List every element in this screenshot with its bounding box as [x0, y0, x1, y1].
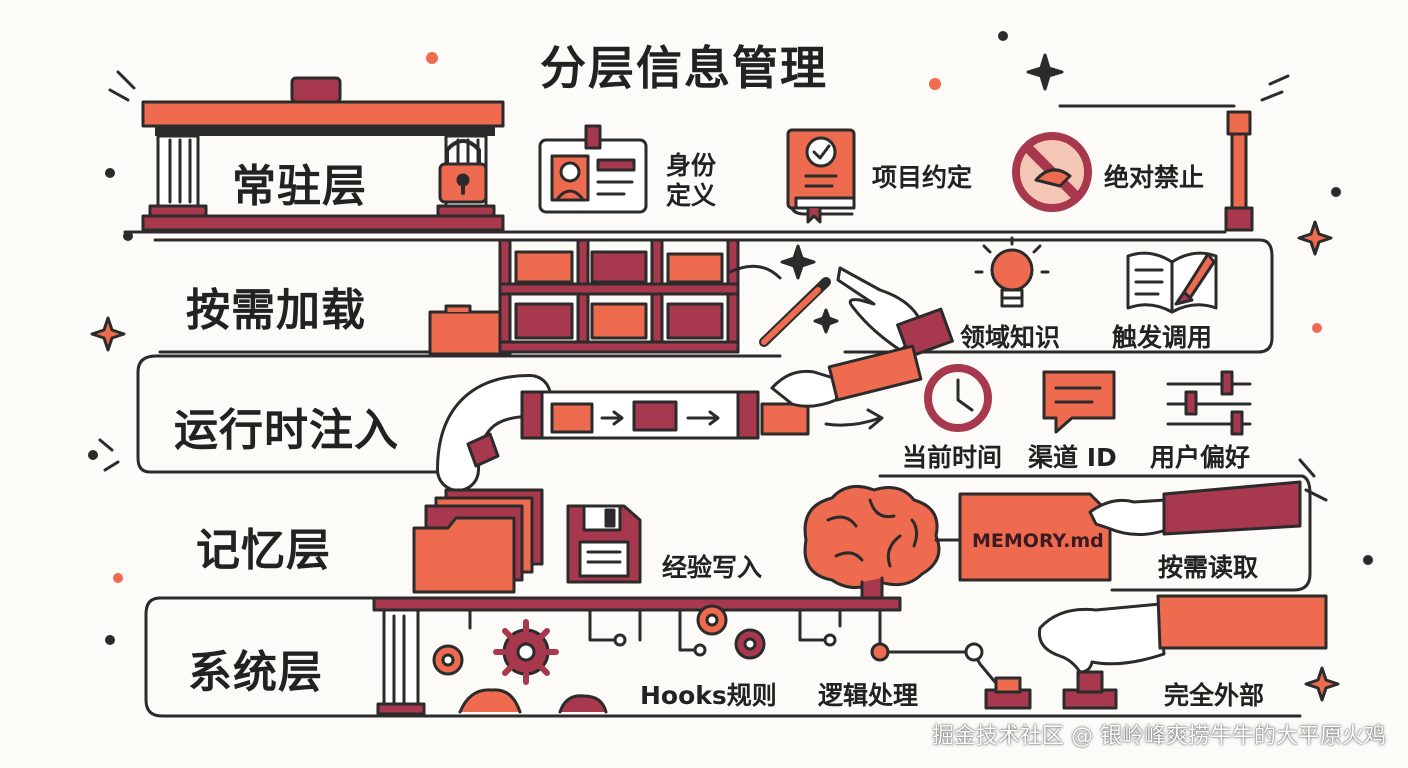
- page-title: 分层信息管理: [540, 41, 828, 95]
- clock-icon: [924, 364, 992, 432]
- folder-icon: [514, 250, 724, 340]
- hand-icon: [760, 344, 923, 436]
- label-user-preference: 用户偏好: [1150, 443, 1251, 472]
- layer-name-runtime: 运行时注入: [174, 405, 399, 456]
- circuit-icon: [468, 608, 1002, 690]
- dot-decoration: [105, 635, 115, 645]
- sparkle-icon: [1026, 53, 1064, 91]
- layer-system: [144, 594, 1328, 718]
- memory-file-icon: [958, 492, 1112, 582]
- label-identity-line1: 身份: [666, 151, 717, 180]
- hand-icon: [1088, 480, 1302, 536]
- dot-decoration: [1331, 187, 1341, 197]
- layer-name-on-demand: 按需加载: [186, 285, 366, 336]
- dot-decoration: [1312, 323, 1322, 333]
- motion-lines: [98, 70, 1328, 502]
- padlock-icon: [438, 139, 488, 204]
- layer-name-system: 系统层: [188, 647, 323, 698]
- label-channel-id: 渠道 ID: [1028, 443, 1117, 472]
- layer-runtime: [136, 344, 1304, 492]
- label-current-time: 当前时间: [902, 443, 1003, 472]
- pointing-hand-icon: [836, 266, 954, 359]
- label-hooks-rules: Hooks规则: [640, 681, 777, 710]
- layer-resident: [123, 76, 1254, 234]
- layer-memory: [412, 474, 1312, 602]
- label-fully-external: 完全外部: [1164, 681, 1265, 710]
- magic-wand-icon: [728, 244, 839, 347]
- dot-decoration: [105, 168, 115, 178]
- memory-file-name: MEMORY.md: [972, 530, 1104, 552]
- sparkle-icon: [90, 316, 126, 352]
- label-logic-processing: 逻辑处理: [818, 681, 919, 710]
- label-read-on-demand: 按需读取: [1158, 553, 1259, 582]
- layer-on-demand: [153, 236, 1274, 359]
- brain-icon: [803, 484, 941, 602]
- label-domain-knowledge: 领域知识: [960, 323, 1061, 352]
- gears-icon: [432, 604, 766, 714]
- label-experience-write: 经验写入: [662, 553, 763, 582]
- sparkle-icon: [1304, 666, 1340, 702]
- layer-name-memory: 记忆层: [196, 525, 331, 576]
- label-identity-line2: 定义: [666, 181, 717, 210]
- floppy-disk-icon: [566, 504, 642, 584]
- sparkle-icon: [1297, 220, 1333, 256]
- open-book-rocket-icon: [1126, 251, 1218, 314]
- dot-decoration: [113, 573, 123, 583]
- dot-decoration: [426, 52, 438, 64]
- label-project-convention: 项目约定: [872, 163, 973, 192]
- label-absolutely-forbidden: 绝对禁止: [1104, 163, 1205, 192]
- dot-decoration: [929, 78, 941, 90]
- dot-decoration: [998, 31, 1008, 41]
- button-press-hand-icon: [984, 594, 1328, 710]
- folder-stack-icon: [412, 488, 544, 594]
- lightbulb-icon: [974, 236, 1050, 308]
- label-trigger-invoke: 触发调用: [1112, 323, 1213, 352]
- watermark: 掘金技术社区 @ 银岭峰爽捞牛牛的大平原火鸡: [932, 724, 1386, 749]
- chat-bubble-icon: [1042, 370, 1116, 434]
- sliders-icon: [1166, 370, 1252, 436]
- dot-decoration: [88, 450, 98, 460]
- prohibited-icon: [1012, 132, 1092, 212]
- dot-decoration: [1363, 555, 1373, 565]
- id-card-icon: [538, 124, 648, 214]
- layer-name-resident: 常驻层: [232, 161, 367, 212]
- rulebook-icon: [786, 128, 856, 224]
